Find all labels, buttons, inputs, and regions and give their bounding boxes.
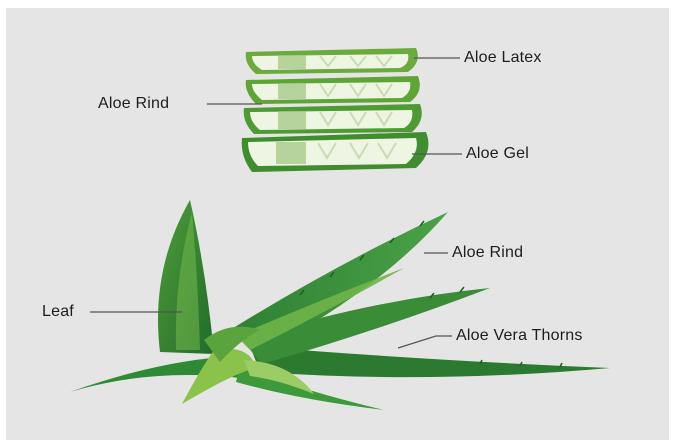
leaf-slice xyxy=(242,132,429,172)
label-aloe-rind-slices: Aloe Rind xyxy=(98,95,169,113)
leaf-slice xyxy=(246,76,420,104)
label-aloe-gel: Aloe Gel xyxy=(466,145,529,163)
label-leaf: Leaf xyxy=(42,303,74,321)
leaf-slice xyxy=(244,104,422,134)
leaf-slice xyxy=(246,48,418,74)
leaf-slice-stack xyxy=(242,48,429,172)
aloe-plant xyxy=(70,200,610,410)
label-aloe-latex: Aloe Latex xyxy=(464,49,542,67)
leader-line-aloe-vera-thorns xyxy=(398,336,452,348)
label-aloe-vera-thorns: Aloe Vera Thorns xyxy=(456,327,583,345)
label-aloe-rind-plant: Aloe Rind xyxy=(452,244,523,262)
